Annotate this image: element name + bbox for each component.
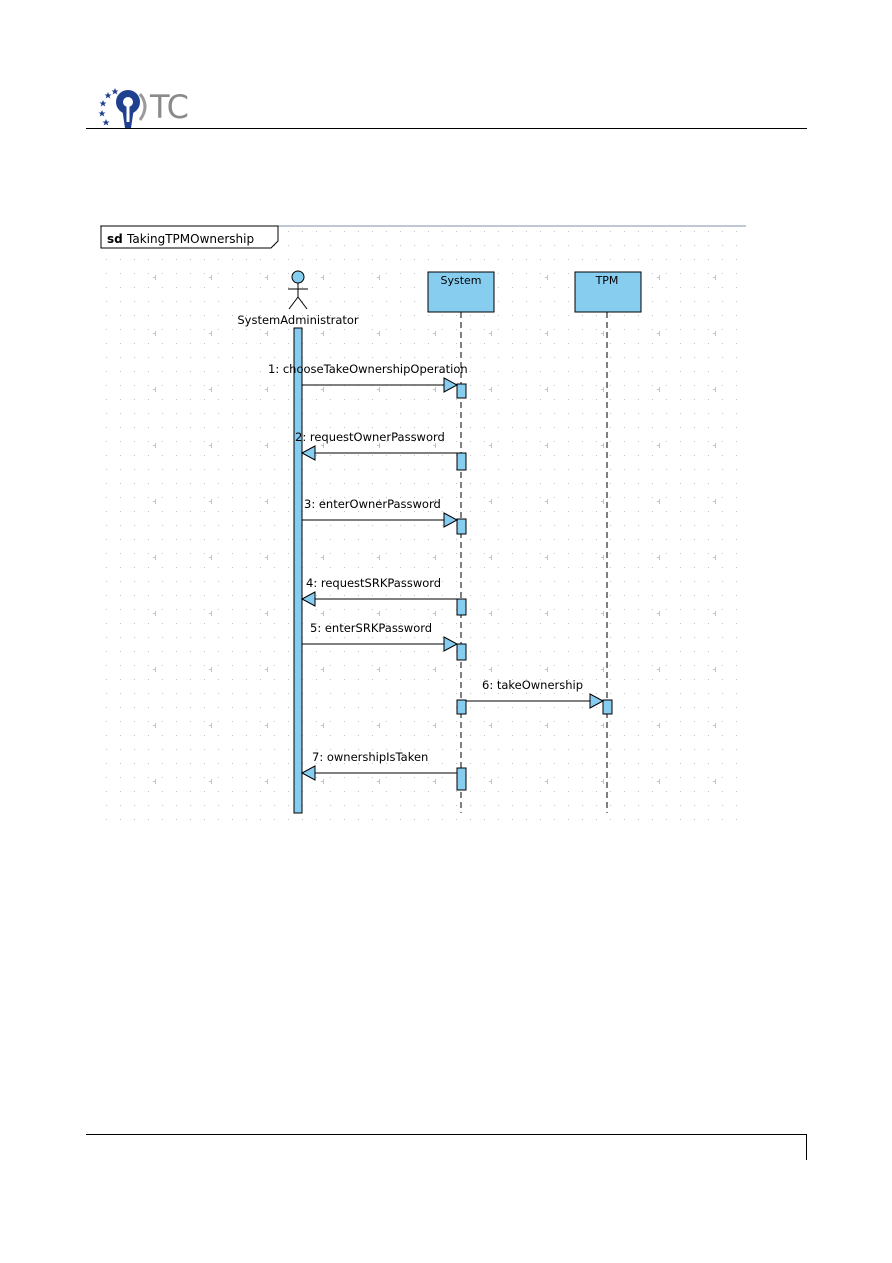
message-6: 6: takeOwnership [466,678,605,709]
actor-label: SystemAdministrator [237,313,359,327]
itc-logo-icon [98,88,147,128]
lifeline-tpm: TPM [574,271,642,813]
message-label: 6: takeOwnership [482,678,583,692]
activation-system-3 [456,518,467,535]
frame-keyword: sd [107,232,123,246]
message-label: 7: ownershipIsTaken [312,750,428,764]
message-label: 4: requestSRKPassword [306,576,441,590]
arrowhead-icon [443,512,459,528]
activation-tpm-1 [602,699,613,715]
actor-head-icon [291,270,305,284]
message-1: 1: chooseTakeOwnershipOperation [268,362,468,393]
lifeline-head-tpm [574,271,642,313]
activation-system-1 [456,383,467,399]
frame-name: TakingTPMOwnership [126,232,254,246]
actor-leg-right [297,296,308,310]
footer-corner-rule [806,1134,807,1160]
lifeline-label-tpm: TPM [595,274,619,287]
message-5: 5: enterSRKPassword [302,621,459,652]
message-4: 4: requestSRKPassword [300,576,457,607]
arrowhead-icon [300,445,316,461]
lifeline-head-system [427,271,495,313]
lifeline-system: System [427,271,495,813]
message-label: 1: chooseTakeOwnershipOperation [268,362,468,376]
activation-system-7 [456,767,467,791]
message-2: 2: requestOwnerPassword [295,430,457,461]
arrowhead-icon [300,591,316,607]
actor-system-administrator: SystemAdministrator [237,270,359,327]
lifeline-label-system: System [440,274,481,287]
message-label: 3: enterOwnerPassword [304,497,441,511]
frame-label-box [100,225,279,249]
actor-leg-left [288,296,299,310]
activation-system-2 [456,452,467,471]
grid-crosses [100,225,748,827]
header-rule [86,128,807,129]
footer-rule [86,1134,807,1135]
message-label: 5: enterSRKPassword [310,621,432,635]
sequence-diagram: sd TakingTPMOwnership SystemAdministrato… [100,225,748,827]
actor-activation-bar [293,327,303,814]
activation-system-5 [456,643,467,661]
arrowhead-icon [589,693,605,709]
arrowhead-icon [443,377,459,393]
arrowhead-icon [300,765,316,781]
logo-text: TC [150,88,189,126]
activation-system-6 [456,699,467,715]
message-3: 3: enterOwnerPassword [302,497,459,528]
activation-system-4 [456,598,467,616]
message-7: 7: ownershipIsTaken [300,750,457,781]
message-label: 2: requestOwnerPassword [295,430,445,444]
arrowhead-icon [443,636,459,652]
